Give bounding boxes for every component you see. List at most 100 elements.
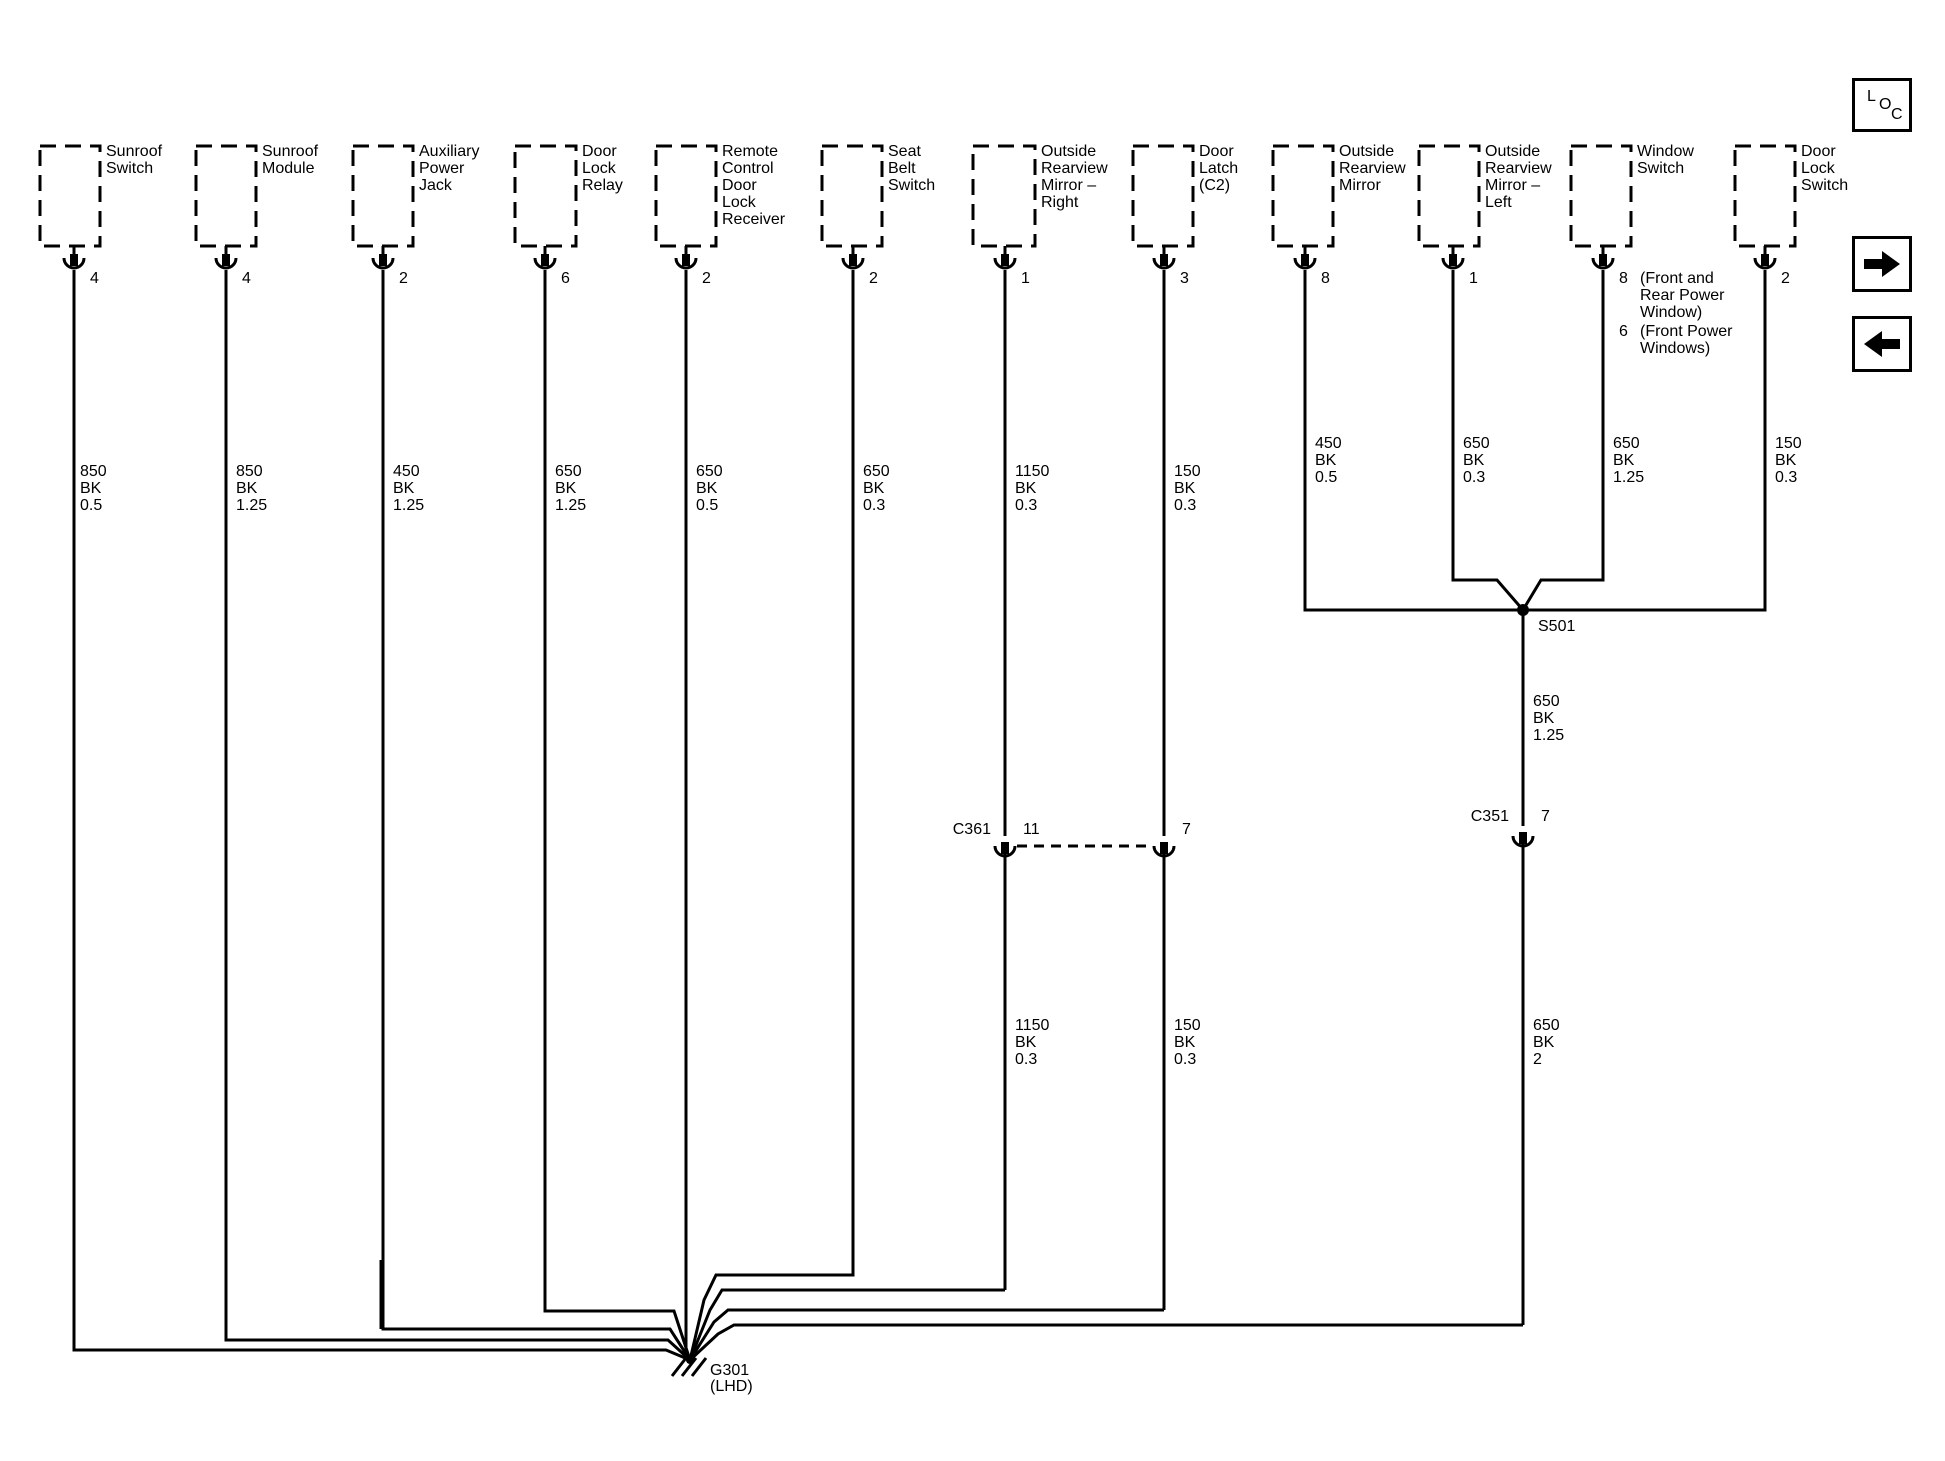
component-label: Switch	[1637, 160, 1684, 177]
component-label: Module	[262, 160, 315, 177]
component-connector-pin	[1301, 254, 1309, 266]
wire-outside-mirror	[1303, 270, 1523, 612]
splice-label: S501	[1538, 618, 1575, 635]
component-label: Door	[1199, 143, 1234, 160]
pin-number: 2	[1781, 270, 1790, 287]
c361-label: C361	[953, 821, 991, 838]
component-label: Rearview	[1339, 160, 1406, 177]
wire-label: BK	[1463, 452, 1485, 469]
window-switch-note-pin6: (Front Power	[1640, 323, 1733, 340]
pin-number: 8	[1619, 270, 1628, 287]
component-label: Sunroof	[106, 143, 163, 160]
component-connector-pin	[849, 254, 857, 266]
component-label: Window	[1637, 143, 1694, 160]
component-label: Belt	[888, 160, 916, 177]
location-button[interactable]: L O C	[1852, 78, 1912, 132]
wire-label: BK	[1174, 480, 1196, 497]
pin-number: 3	[1180, 270, 1189, 287]
wire-label: BK	[1775, 452, 1797, 469]
component-label: Lock	[722, 194, 757, 211]
wire-label: 0.5	[80, 497, 102, 514]
wire-label: 650	[1533, 693, 1560, 710]
pin-number: 4	[242, 270, 251, 287]
wire-label: BK	[696, 480, 718, 497]
component-connector-socket	[1753, 257, 1777, 270]
component-label: Remote	[722, 143, 778, 160]
wire-sunroof-switch	[72, 270, 691, 1362]
component-connector-pin	[70, 254, 78, 266]
c361-pin-b-label: 7	[1182, 821, 1191, 838]
wire-label: 150	[1775, 435, 1802, 452]
wire-mirror-left	[1451, 270, 1525, 611]
window-switch-pin6-number: 6	[1619, 323, 1628, 340]
wire-label: 1150	[1015, 463, 1050, 480]
component-label: Jack	[419, 177, 453, 194]
loc-letter-o: O	[1879, 96, 1892, 113]
component-label: Outside	[1339, 143, 1394, 160]
component-label: Switch	[888, 177, 935, 194]
component-label: Outside	[1485, 143, 1540, 160]
component-box	[1733, 144, 1797, 248]
arrow-right-icon	[1864, 251, 1900, 277]
component-label: Rearview	[1485, 160, 1552, 177]
c361-pin-11-pin	[1001, 842, 1009, 854]
previous-page-button[interactable]	[1852, 316, 1912, 372]
component-connector-socket	[1293, 257, 1317, 270]
wire-label: 1.25	[393, 497, 424, 514]
component-label: Lock	[582, 160, 617, 177]
wire-label: BK	[1015, 1034, 1037, 1051]
component-label: Lock	[1801, 160, 1836, 177]
window-switch-note-pin8: Rear Power	[1640, 287, 1725, 304]
component-label: Outside	[1041, 143, 1096, 160]
wire-label: BK	[236, 480, 258, 497]
wire-label: 1.25	[555, 497, 586, 514]
component-connector-socket	[993, 257, 1017, 270]
wire-label: BK	[1174, 1034, 1196, 1051]
pin-number: 4	[90, 270, 99, 287]
wire-label: BK	[863, 480, 885, 497]
wire-label: BK	[555, 480, 577, 497]
component-connector-pin	[1001, 254, 1009, 266]
wire-label: 650	[1533, 1017, 1560, 1034]
component-label: (C2)	[1199, 177, 1230, 194]
wire-label: 0.3	[1174, 1051, 1196, 1068]
component-connector-pin	[682, 254, 690, 266]
component-label: Right	[1041, 194, 1079, 211]
c351-pin-7-pin	[1519, 832, 1527, 844]
window-switch-note-pin8: (Front and	[1640, 270, 1714, 287]
wire-c351-ground	[688, 1323, 1523, 1362]
pin-number: 1	[1469, 270, 1478, 287]
component-box	[820, 144, 884, 248]
wire-label: 1.25	[236, 497, 267, 514]
wire-label: 0.3	[1463, 469, 1485, 486]
component-connector-pin	[1449, 254, 1457, 266]
component-label: Auxiliary	[419, 143, 479, 160]
component-label: Mirror	[1339, 177, 1381, 194]
wire-label: 650	[1613, 435, 1640, 452]
wire-label: BK	[393, 480, 415, 497]
component-label: Door	[722, 177, 757, 194]
component-box	[1131, 144, 1195, 248]
component-connector-pin	[1160, 254, 1168, 266]
component-box	[654, 144, 718, 248]
component-connector-pin	[379, 254, 387, 266]
wire-label: 0.3	[1015, 1051, 1037, 1068]
wire-door-lock-relay	[543, 270, 692, 1361]
window-switch-note-pin8: Window)	[1640, 304, 1702, 321]
next-page-button[interactable]	[1852, 236, 1912, 292]
wire-door-latch-ground	[688, 1308, 1164, 1361]
component-label: Relay	[582, 177, 623, 194]
wire-label: 650	[555, 463, 582, 480]
wire-label: 150	[1174, 463, 1201, 480]
component-connector-socket	[674, 257, 698, 270]
wire-label: BK	[1015, 480, 1037, 497]
component-label: Switch	[1801, 177, 1848, 194]
pin-number: 8	[1321, 270, 1330, 287]
component-label: Door	[582, 143, 617, 160]
component-label: Control	[722, 160, 774, 177]
component-connector-pin	[222, 254, 230, 266]
component-label: Seat	[888, 143, 921, 160]
wire-label: 0.3	[863, 497, 885, 514]
component-connector-socket	[841, 257, 865, 270]
